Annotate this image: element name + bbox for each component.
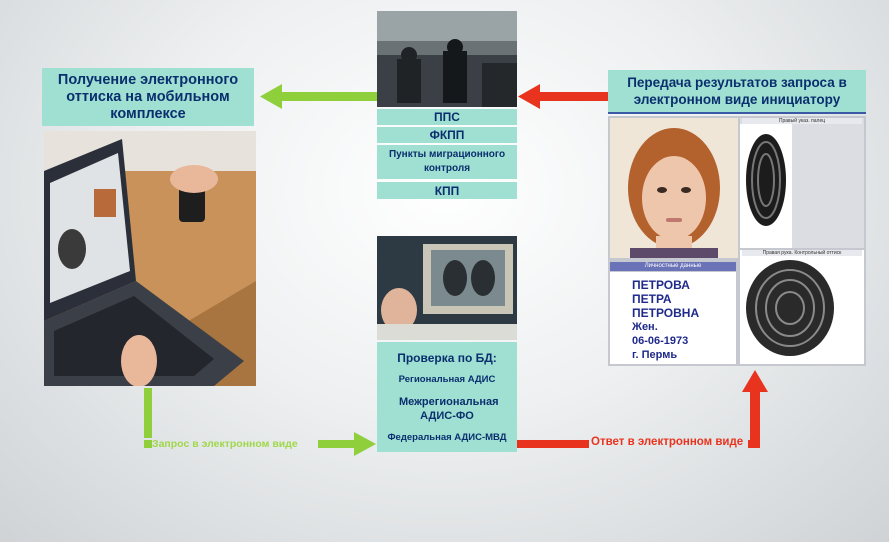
fingerprint-bottom: Правая рука. Контрольный оттиск [740, 250, 864, 364]
checkpoint-fkpp: ФКПП [377, 127, 517, 143]
red-arrow-top-head [518, 84, 540, 109]
fingerprint-bottom-caption: Правая рука. Контрольный оттиск [742, 250, 862, 256]
database-check-title: Проверка по БД: [397, 350, 497, 365]
green-arrow-top-shaft [282, 92, 377, 101]
record-birth-date: 06-06-1973 [632, 335, 689, 347]
record-name: ПЕТРА [632, 292, 672, 306]
laptop-scanner-photo [44, 131, 256, 386]
green-arrow-bottom-head [354, 432, 376, 456]
record-surname: ПЕТРОВА [632, 278, 690, 292]
db-federal: Федеральная АДИС-МВД [387, 432, 507, 444]
record-data: ПЕТРОВА ПЕТРА ПЕТРОВНА Жен. 06-06-1973 г… [610, 272, 736, 364]
fingerprint-top-caption: Правый указ. палец [742, 118, 862, 124]
request-label: Запрос в электронном виде [152, 438, 298, 450]
right-title: Передача результатов запроса в электронн… [608, 70, 866, 112]
green-arrow-top-head [260, 84, 282, 109]
checkpoint-photo [377, 11, 517, 107]
db-regional: Региональная АДИС [398, 374, 496, 386]
portrait-photo [610, 118, 738, 258]
record-sex: Жен. [632, 321, 658, 333]
right-title-underline [608, 112, 866, 114]
record-patronymic: ПЕТРОВНА [632, 306, 700, 320]
red-arrow-bottom-left [517, 440, 589, 448]
checkpoint-pps: ППС [377, 109, 517, 125]
record-city: г. Пермь [632, 349, 678, 361]
response-label: Ответ в электронном виде [591, 436, 744, 448]
green-arrow-bottom-left [144, 440, 152, 448]
left-title: Получение электронного оттиска на мобиль… [42, 68, 254, 126]
fingerprint-top: Правый указ. палец [740, 118, 864, 248]
green-arrow-down [144, 388, 152, 438]
db-interregional: Межрегиональная АДИС-ФО [399, 395, 499, 422]
database-check: Проверка по БД: Региональная АДИС Межрег… [377, 342, 517, 452]
record-card: Правый указ. палец Личностные данные ПЕТ… [608, 116, 866, 366]
green-arrow-bottom-right [318, 440, 358, 448]
red-arrow-up-shaft [750, 388, 760, 448]
checkpoint-kpp: КПП [377, 182, 517, 199]
record-header: Личностные данные [610, 262, 736, 271]
checkpoint-migration: Пункты миграционного контроля [377, 145, 517, 179]
red-arrow-up-head [742, 370, 768, 392]
red-arrow-top-shaft [540, 92, 608, 101]
fingerprint-monitor-photo [377, 236, 517, 340]
